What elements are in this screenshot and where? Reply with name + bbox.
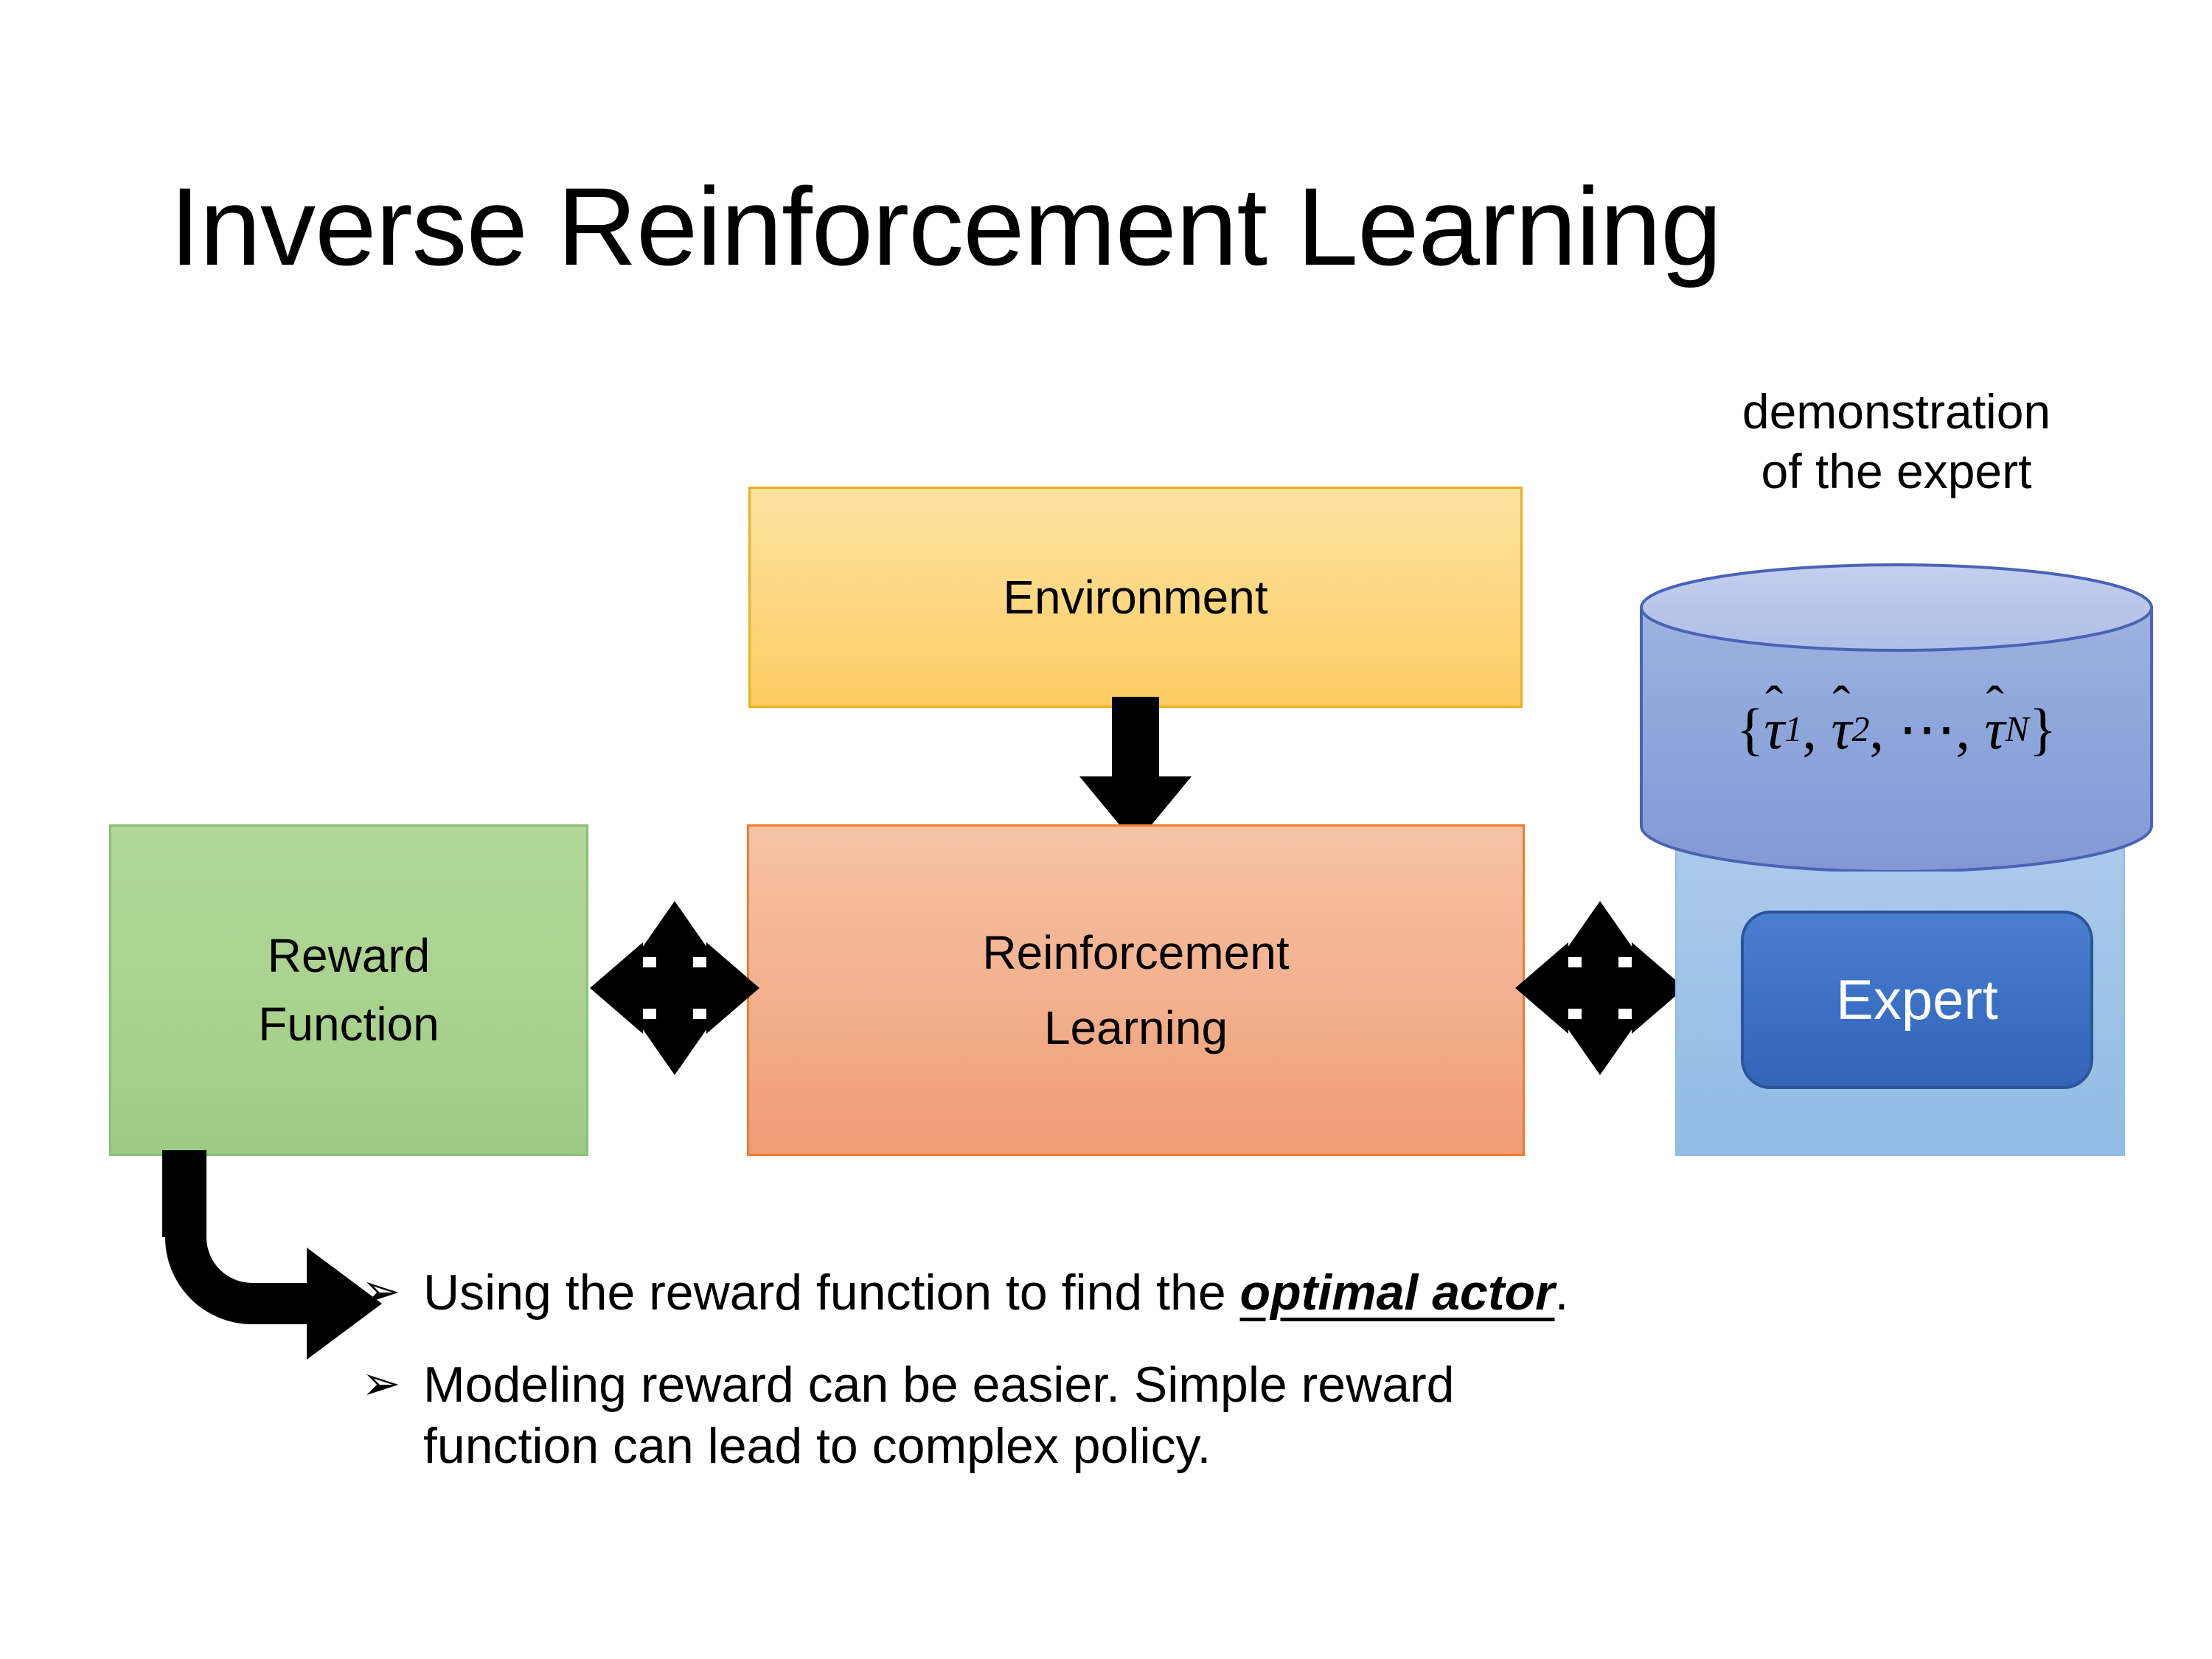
bullet-2-text: Modeling reward can be easier. Simple re… xyxy=(423,1354,2079,1477)
node-reward-label-line2: Function xyxy=(258,998,439,1051)
bullet-1-prefix: Using the reward function to find the xyxy=(423,1265,1240,1321)
arrow-reward-to-rl-icon xyxy=(590,901,759,1075)
comma-1: , xyxy=(1802,697,1817,761)
node-reward-label-line1: Reward xyxy=(267,929,431,983)
bullet-1-emphasis: optimal actor xyxy=(1239,1265,1555,1321)
database-caption-line1: demonstration xyxy=(1742,384,2051,439)
bullet-list: ➢ Using the reward function to find the … xyxy=(361,1262,2079,1508)
tau-2-subscript: 2 xyxy=(1851,709,1870,749)
tau-n-symbol: ̂τ xyxy=(1985,696,2006,762)
node-rl-label-line1: Reinforcement xyxy=(982,925,1290,979)
bullet-1-text: Using the reward function to find the op… xyxy=(423,1262,2079,1324)
node-rl-label-line2: Learning xyxy=(1043,1001,1228,1054)
node-reward-function: Reward Function xyxy=(109,824,588,1156)
set-open-brace: { xyxy=(1736,697,1764,761)
node-expert-label: Expert xyxy=(1836,968,1998,1032)
node-reinforcement-learning: Reinforcement Learning xyxy=(747,824,1525,1156)
bullet-1-suffix: . xyxy=(1554,1265,1569,1321)
bullet-arrow-icon: ➢ xyxy=(361,1356,401,1410)
node-environment-label: Environment xyxy=(1003,571,1268,624)
list-item: ➢ Modeling reward can be easier. Simple … xyxy=(361,1354,2079,1477)
bullet-arrow-icon: ➢ xyxy=(361,1265,401,1318)
tau-2-glyph: τ xyxy=(1831,697,1852,761)
tau-n-subscript: N xyxy=(2005,709,2029,749)
tau-1-subscript: 1 xyxy=(1784,709,1803,749)
tau-n-glyph: τ xyxy=(1984,697,2006,761)
cylinder-shape-icon xyxy=(1640,563,2153,872)
trajectory-set-formula: {̂τ1, ̂τ2, ⋯, ̂τN} xyxy=(1638,562,2154,872)
comma-3: , xyxy=(1955,697,1971,761)
comma-2: , xyxy=(1869,697,1885,761)
list-item: ➢ Using the reward function to find the … xyxy=(361,1262,2079,1324)
tau-1-symbol: ̂τ xyxy=(1764,696,1784,762)
database-caption-line2: of the expert xyxy=(1761,443,2032,498)
page-title: Inverse Reinforcement Learning xyxy=(170,164,1722,288)
bullet-2-line2: function can lead to complex policy. xyxy=(423,1417,1211,1474)
node-expert: Expert xyxy=(1741,911,2093,1089)
database-cylinder: {̂τ1, ̂τ2, ⋯, ̂τN} xyxy=(1638,562,2154,872)
arrow-reward-to-bullets-icon xyxy=(162,1150,382,1360)
ellipsis-symbol: ⋯ xyxy=(1898,697,1956,761)
node-environment: Environment xyxy=(748,487,1523,708)
node-reward-label: Reward Function xyxy=(258,922,439,1059)
bullet-2-line1: Modeling reward can be easier. Simple re… xyxy=(423,1356,1455,1413)
database-caption: demonstration of the expert xyxy=(1638,382,2154,501)
tau-2-symbol: ̂τ xyxy=(1831,696,1851,762)
arrow-environment-to-rl-icon xyxy=(1079,697,1192,844)
arrow-rl-to-expert-icon xyxy=(1515,901,1685,1075)
tau-1-glyph: τ xyxy=(1764,697,1785,761)
node-rl-label: Reinforcement Learning xyxy=(982,915,1289,1066)
set-close-brace: } xyxy=(2028,697,2057,761)
